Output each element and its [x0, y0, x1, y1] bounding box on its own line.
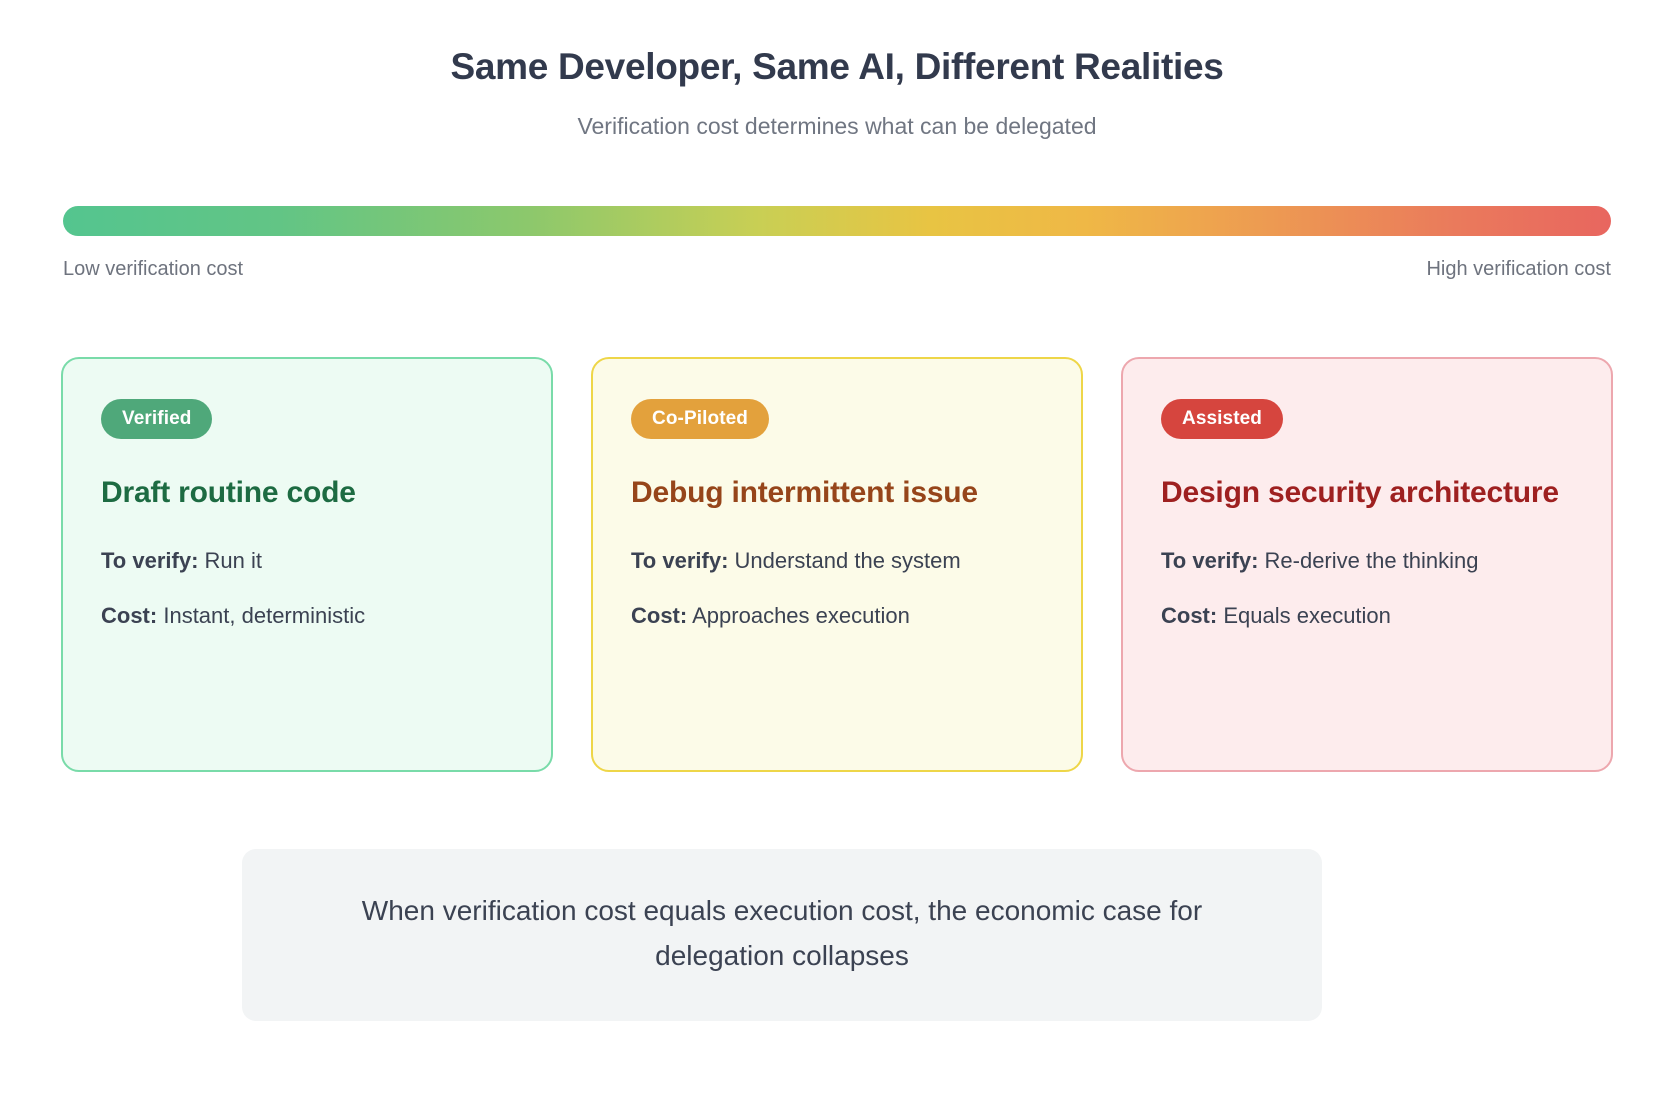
cost-label: Cost:	[631, 602, 688, 628]
card-row: Verified Draft routine code To verify: R…	[61, 357, 1613, 772]
status-badge: Co-Piloted	[631, 399, 769, 439]
gradient-bar	[63, 206, 1611, 236]
card-cost-line: Cost: Approaches execution	[631, 575, 1043, 630]
page-title: Same Developer, Same AI, Different Reali…	[450, 46, 1224, 87]
cost-value: Instant, deterministic	[163, 602, 366, 628]
card-verify-line: To verify: Re-derive the thinking	[1161, 512, 1573, 575]
card-assisted: Assisted Design security architecture To…	[1121, 357, 1613, 772]
card-title: Design security architecture	[1161, 476, 1559, 509]
verify-value: Re-derive the thinking	[1264, 547, 1479, 573]
card-cost-line: Cost: Instant, deterministic	[101, 575, 513, 630]
verify-value: Understand the system	[734, 547, 961, 573]
verification-cost-scale: Low verification cost High verification …	[63, 206, 1611, 281]
scale-label-low: Low verification cost	[63, 258, 244, 280]
scale-label-high: High verification cost	[1426, 258, 1611, 280]
scale-labels: Low verification cost High verification …	[63, 257, 1611, 281]
card-verify-line: To verify: Run it	[101, 512, 513, 575]
card-co-piloted: Co-Piloted Debug intermittent issue To v…	[591, 357, 1083, 772]
verify-value: Run it	[204, 547, 262, 573]
card-title: Debug intermittent issue	[631, 476, 978, 509]
cost-value: Equals execution	[1223, 602, 1391, 628]
callout-text: When verification cost equals execution …	[361, 895, 1203, 971]
status-badge: Assisted	[1161, 399, 1284, 439]
card-verify-line: To verify: Understand the system	[631, 512, 1043, 575]
cost-label: Cost:	[1161, 602, 1218, 628]
conclusion-callout: When verification cost equals execution …	[242, 849, 1322, 1021]
status-badge: Verified	[101, 399, 213, 439]
cost-value: Approaches execution	[692, 602, 910, 628]
cost-label: Cost:	[101, 602, 158, 628]
verify-label: To verify:	[1161, 547, 1259, 573]
page-subtitle: Verification cost determines what can be…	[577, 113, 1097, 140]
verify-label: To verify:	[101, 547, 199, 573]
header: Same Developer, Same AI, Different Reali…	[0, 0, 1674, 142]
card-title: Draft routine code	[101, 476, 356, 509]
card-verified: Verified Draft routine code To verify: R…	[61, 357, 553, 772]
card-cost-line: Cost: Equals execution	[1161, 575, 1573, 630]
verify-label: To verify:	[631, 547, 729, 573]
